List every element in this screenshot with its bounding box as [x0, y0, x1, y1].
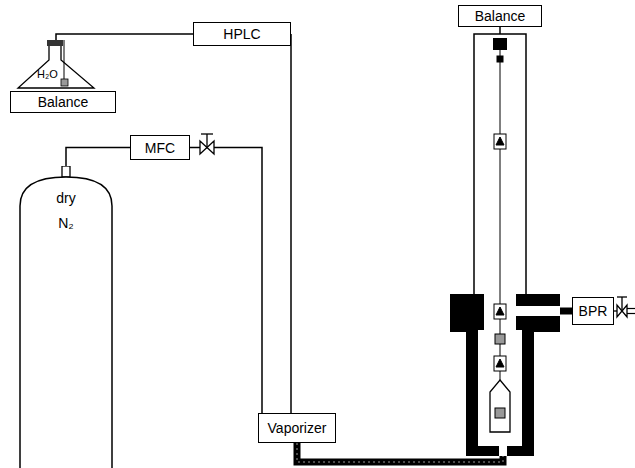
hang-wire [500, 50, 501, 380]
node-label: HPLC [223, 26, 260, 42]
valve-stem [621, 297, 622, 311]
pipe-path [290, 34, 292, 413]
hang-block [493, 38, 507, 50]
node-label: dry N₂ [48, 186, 84, 236]
balance-box: Balance [10, 91, 116, 113]
vessel-inlet [499, 444, 507, 456]
node-label: H₂O [37, 68, 58, 81]
valve-symbol [617, 297, 627, 317]
hang-weight [495, 334, 505, 344]
sample [495, 408, 505, 418]
instrument-box: HPLC [193, 22, 291, 46]
flask-body [18, 44, 94, 88]
cylinder-outline [18, 166, 114, 468]
pipe-path [56, 34, 193, 40]
node-label: Vaporizer [268, 420, 327, 436]
hang-hook [494, 304, 506, 319]
valve-half [622, 305, 627, 317]
hang-hook [494, 356, 506, 371]
hang-weight [497, 56, 503, 62]
flask: H₂O [16, 40, 96, 90]
cylinder-body [20, 177, 112, 468]
instrument-box: BPR [572, 297, 614, 325]
node-label: Balance [475, 8, 526, 24]
cylinder-neck [62, 166, 70, 177]
hook-mark [496, 307, 504, 315]
balance-box: Balance [458, 5, 542, 27]
hang-hook [494, 134, 506, 149]
valve-handle [617, 296, 627, 297]
tube-filter [61, 79, 68, 86]
outlet-channel [516, 306, 560, 316]
node-label: BPR [579, 303, 608, 319]
instrument-box: Vaporizer [258, 413, 336, 443]
valve-half [200, 141, 207, 154]
vent-line [627, 313, 635, 314]
valve-handle [201, 133, 213, 134]
instrument-box: MFC [130, 135, 190, 160]
flask-outline [16, 40, 96, 90]
vent-line [627, 308, 635, 309]
reactor-flange [450, 294, 560, 332]
sample-hanger [490, 50, 510, 432]
hook-mark [496, 359, 504, 367]
valve-half [207, 141, 214, 154]
valve-symbol [200, 134, 214, 154]
sample-basket [490, 380, 510, 432]
suction-tube [64, 40, 65, 79]
node-label: Balance [38, 94, 89, 110]
pipe-path [66, 148, 130, 167]
pipe-line [291, 34, 292, 413]
gas-cylinder: dry N₂ [18, 166, 114, 468]
node-label: MFC [145, 140, 175, 156]
pipe-line [190, 148, 262, 414]
cylinder-label-area: dry N₂ [18, 186, 114, 236]
hook-mark [496, 137, 504, 145]
pipe-path [190, 148, 262, 414]
pipe-line [66, 148, 130, 167]
pipe-line [56, 34, 193, 40]
valve-stem [206, 134, 207, 148]
flask-stopper [47, 40, 63, 46]
outlet-line [560, 308, 572, 315]
